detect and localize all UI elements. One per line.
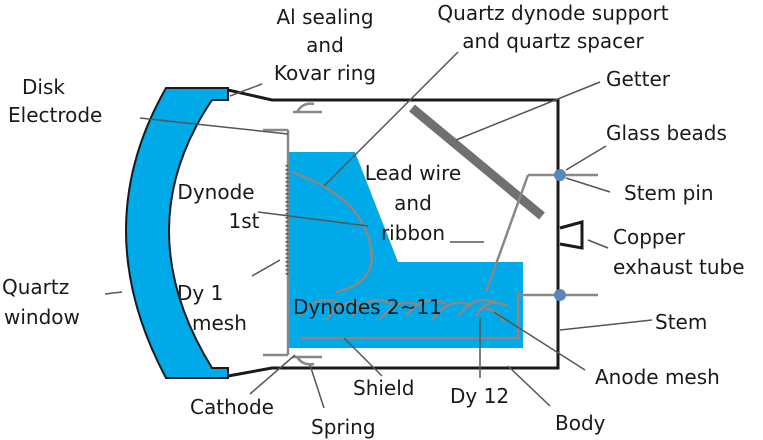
- lead-wire: [484, 174, 530, 293]
- label-shield: Shield: [353, 376, 414, 400]
- label-disk: Disk: [22, 75, 65, 99]
- tube-body-outline: [227, 88, 560, 378]
- label-quartz-spacer: and quartz spacer: [462, 29, 644, 53]
- label-stem: Stem: [655, 310, 707, 334]
- label-lead-wire-and: and: [394, 191, 432, 215]
- label-dynode: Dynode: [177, 180, 254, 204]
- dy12-dynode: [474, 301, 509, 317]
- label-exhaust-tube: exhaust tube: [613, 255, 745, 279]
- label-glass-beads: Glass beads: [606, 121, 727, 145]
- label-dy12: Dy 12: [450, 384, 509, 408]
- kovar-ring-hook: [293, 102, 322, 114]
- label-spring: Spring: [311, 415, 376, 439]
- spring-hook: [293, 355, 322, 366]
- label-kovar-ring: Kovar ring: [274, 61, 376, 85]
- quartz-window-and-disk-electrode: [125, 87, 229, 379]
- label-anode-mesh: Anode mesh: [595, 365, 720, 389]
- label-cathode: Cathode: [190, 395, 274, 419]
- label-copper: Copper: [613, 225, 686, 249]
- label-body: Body: [555, 411, 606, 435]
- label-stem-pin: Stem pin: [624, 181, 714, 205]
- label-quartz: Quartz: [2, 275, 69, 299]
- label-dy1: Dy 1: [177, 281, 223, 305]
- dynode-1st: [291, 170, 374, 294]
- label-ribbon: ribbon: [381, 221, 445, 245]
- cathode-plate: [263, 128, 290, 357]
- label-getter: Getter: [606, 67, 671, 91]
- label-mesh: mesh: [192, 311, 247, 335]
- leader-lines: [104, 51, 653, 409]
- label-quartz-dynode-support: Quartz dynode support: [437, 1, 668, 25]
- label-al-sealing: Al sealing: [276, 5, 373, 29]
- glass-bead-lower: [554, 289, 566, 301]
- label-electrode: Electrode: [8, 103, 102, 127]
- label-lead-wire: Lead wire: [365, 161, 461, 185]
- label-window: window: [4, 305, 80, 329]
- glass-bead-upper: [554, 169, 566, 181]
- shield: [300, 292, 520, 340]
- quartz-dynode-support: [288, 152, 523, 348]
- dynodes-2-11: [299, 298, 506, 323]
- label-al-sealing-and: and: [306, 33, 344, 57]
- copper-exhaust-tube: [559, 220, 584, 250]
- label-dynodes-2-11: Dynodes 2~11: [293, 295, 442, 319]
- label-1st: 1st: [229, 209, 260, 233]
